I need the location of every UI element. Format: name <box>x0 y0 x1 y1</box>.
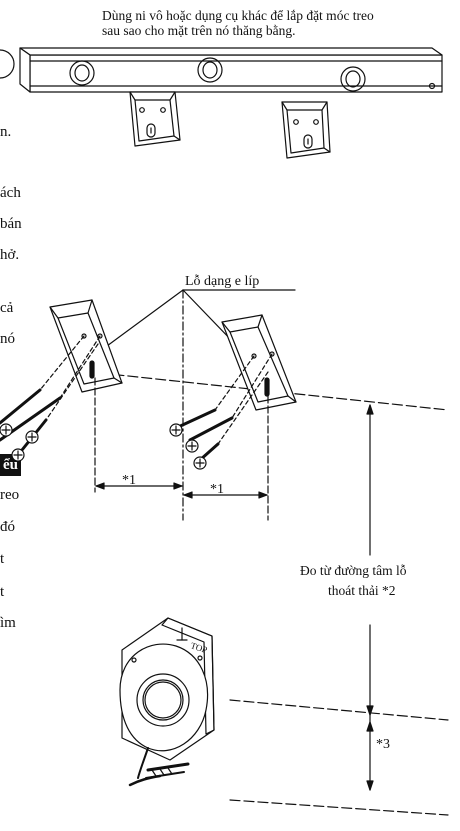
left-text-fragment: reo <box>0 487 20 503</box>
wood-screws-right <box>169 408 234 470</box>
left-text-fragment: n. <box>0 124 12 140</box>
hanger-bracket-right <box>221 314 297 411</box>
hanger-bracket-top-left <box>129 91 181 147</box>
spirit-level-bar <box>0 47 443 93</box>
slot-label: Lỗ dạng e líp <box>185 274 259 289</box>
measure-note-line-2: thoát thải *2 <box>328 583 396 598</box>
measure-note-line-1: Đo từ đường tâm lỗ <box>300 563 407 578</box>
top-note-line-2: sau sao cho mặt trên nó thăng bằng. <box>102 23 296 38</box>
drain-pump-unit <box>119 617 215 787</box>
hanger-bracket-top-right <box>281 101 331 159</box>
top-note-line-1: Dùng ni vô hoặc dụng cụ khác để lắp đặt … <box>102 8 374 23</box>
left-text-fragment: cả <box>0 300 14 316</box>
hanger-bracket-left <box>49 299 123 393</box>
top-instruction-note: Dùng ni vô hoặc dụng cụ khác để lắp đặt … <box>102 8 374 38</box>
dimension-1-left: *1 <box>122 473 136 488</box>
left-text-fragment: ìm <box>0 615 16 631</box>
left-text-fragment: t <box>0 551 5 567</box>
top-mark-label: TOP <box>189 640 208 655</box>
left-text-fragment: ách <box>0 185 21 201</box>
left-text-fragment: hở. <box>0 247 20 263</box>
dimension-1-right: *1 <box>210 482 224 497</box>
left-text-fragment: bán <box>0 216 22 232</box>
wood-screws-left <box>0 388 62 462</box>
left-text-fragment: t <box>0 584 5 600</box>
left-text-fragment: đó <box>0 519 15 535</box>
dimension-3: *3 <box>376 737 390 752</box>
left-text-fragment: nó <box>0 331 15 347</box>
